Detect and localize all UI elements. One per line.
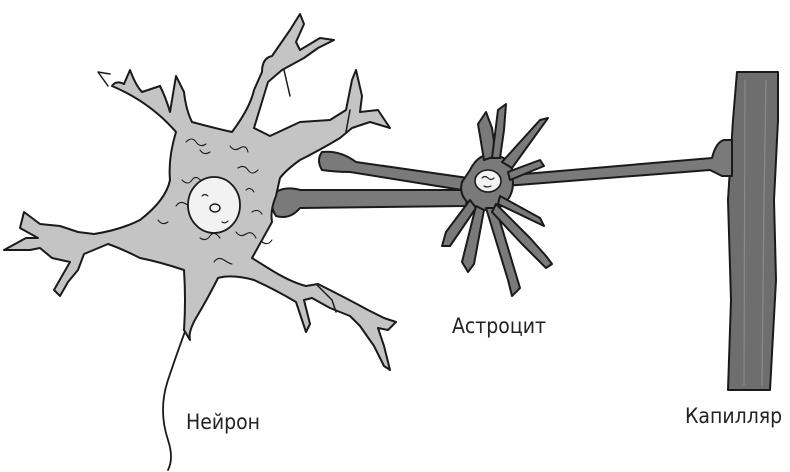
neuron: [3, 13, 397, 471]
capillary-label: Капилляр: [685, 404, 783, 428]
neuron-nissl: [157, 138, 273, 265]
neuron-axon: [162, 317, 191, 471]
neuron-label: Нейрон: [186, 410, 261, 434]
neuron-nucleolus: [209, 203, 221, 213]
astrocyte-label: Астроцит: [452, 314, 546, 338]
astrocyte-process-capillary: [499, 139, 733, 187]
astrocyte-process-upper: [318, 150, 469, 191]
capillary: [727, 71, 779, 391]
astrocyte-process-lower: [271, 187, 469, 218]
astrocyte-nucleus: [474, 169, 502, 193]
astrocyte: [271, 103, 733, 297]
